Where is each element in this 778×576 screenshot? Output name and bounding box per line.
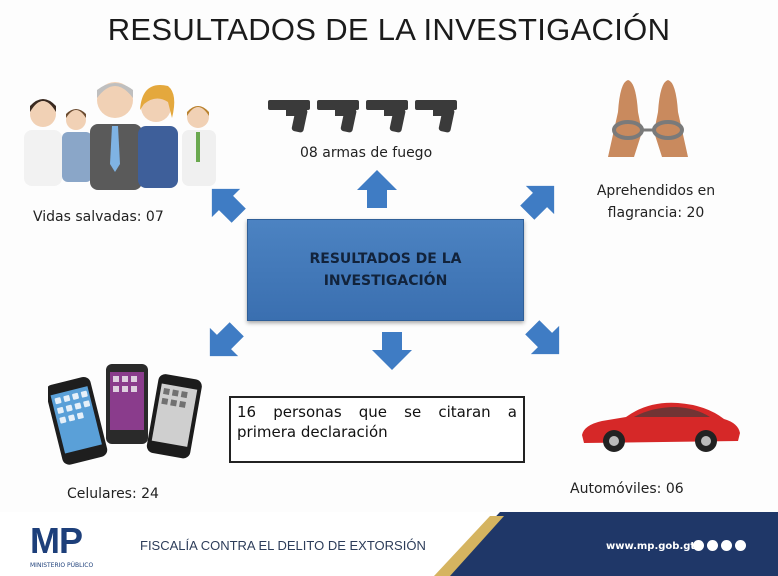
phones-label: Celulares: 24: [67, 486, 159, 502]
arrow-icon-down: [372, 332, 412, 370]
mp-logo: MP: [30, 520, 83, 561]
center-results-box: RESULTADOS DE LA INVESTIGACIÓN: [247, 219, 524, 321]
lives-saved-label: Vidas salvadas: 07: [33, 209, 164, 225]
social-icon-1[interactable]: [693, 540, 704, 551]
weapons-label: 08 armas de fuego: [300, 145, 433, 161]
center-box-text: RESULTADOS DE LA INVESTIGACIÓN: [309, 250, 462, 289]
summons-text: 16 personas que se citaran a primera dec…: [237, 403, 517, 442]
handgun-icon: [268, 100, 457, 133]
handcuffs-icon: [608, 80, 688, 157]
mp-logo-subtitle: MINISTERIO PÚBLICO: [30, 562, 94, 569]
social-icon-4[interactable]: [735, 540, 746, 551]
page-title: RESULTADOS DE LA INVESTIGACIÓN: [107, 12, 671, 47]
footer-band: [434, 512, 778, 576]
cars-label: Automóviles: 06: [570, 481, 684, 497]
people-group-icon: [24, 82, 216, 190]
arrow-icon-downright: [518, 313, 574, 369]
car-icon: [582, 402, 740, 452]
arrow-icon-up: [357, 170, 397, 208]
office-name: FISCALÍA CONTRA EL DELITO DE EXTORSIÓN: [140, 538, 426, 553]
summons-box: 16 personas que se citaran a primera dec…: [229, 396, 525, 463]
website-link[interactable]: www.mp.gob.gt: [606, 541, 696, 552]
smartphone-icon: [48, 364, 202, 465]
footer: [0, 512, 778, 576]
social-icon-3[interactable]: [721, 540, 732, 551]
social-icon-2[interactable]: [707, 540, 718, 551]
arrested-label: Aprehendidos en flagrancia: 20: [596, 183, 716, 221]
arrow-icon-downleft: [195, 315, 251, 371]
